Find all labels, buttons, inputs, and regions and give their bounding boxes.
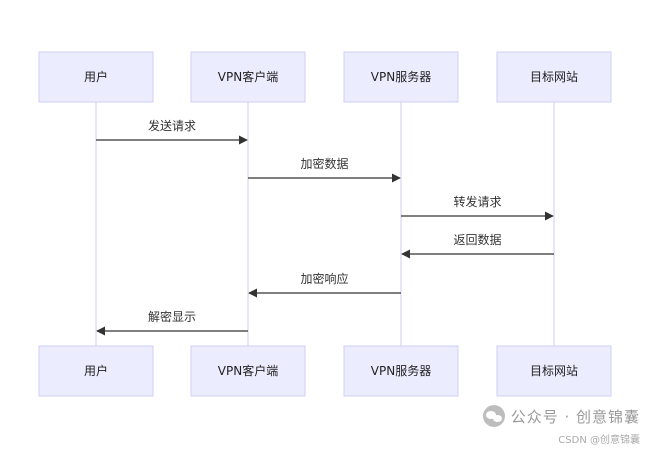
message-label: 加密响应 — [300, 271, 348, 286]
message-label: 返回数据 — [453, 232, 501, 247]
actor-bottom-1: VPN客户端 — [190, 345, 306, 397]
message-1: 加密数据 — [248, 156, 401, 183]
actor-box — [190, 51, 306, 103]
actor-bottom-3: 目标网站 — [496, 345, 612, 397]
actor-top-3: 目标网站 — [496, 51, 612, 103]
actor-bottom-0: 用户 — [38, 345, 154, 397]
watermark-title: 公众号 · 创意锦囊 — [510, 407, 640, 426]
actor-box — [38, 345, 154, 397]
actor-label: 目标网站 — [530, 364, 578, 378]
actor-bottom-2: VPN服务器 — [343, 345, 459, 397]
message-0: 发送请求 — [96, 118, 248, 145]
message-label: 发送请求 — [148, 118, 196, 133]
actor-box — [343, 345, 459, 397]
actor-box — [190, 345, 306, 397]
actor-box — [496, 345, 612, 397]
message-label: 转发请求 — [453, 194, 501, 209]
watermark-subtitle: CSDN @创意锦囊 — [558, 435, 640, 446]
actor-box — [496, 51, 612, 103]
actor-label: VPN服务器 — [371, 69, 431, 84]
actor-label: VPN服务器 — [371, 363, 431, 378]
message-3: 返回数据 — [401, 232, 554, 259]
message-2: 转发请求 — [401, 194, 554, 221]
actor-top-2: VPN服务器 — [343, 51, 459, 103]
message-4: 加密响应 — [248, 271, 401, 298]
actor-label: VPN客户端 — [218, 363, 278, 378]
actor-label: 用户 — [84, 69, 108, 84]
watermark: 公众号 · 创意锦囊 CSDN @创意锦囊 — [430, 405, 640, 446]
actor-box — [343, 51, 459, 103]
wechat-icon — [482, 405, 505, 427]
message-5: 解密显示 — [96, 309, 248, 336]
message-label: 解密显示 — [148, 309, 196, 324]
actor-top-1: VPN客户端 — [190, 51, 306, 103]
actor-label: VPN客户端 — [218, 69, 278, 84]
actor-box — [38, 51, 154, 103]
actor-label: 用户 — [84, 363, 108, 378]
actor-top-0: 用户 — [38, 51, 154, 103]
message-label: 加密数据 — [300, 156, 348, 171]
watermark-title-row: 公众号 · 创意锦囊 — [482, 405, 640, 427]
actor-label: 目标网站 — [530, 70, 578, 84]
